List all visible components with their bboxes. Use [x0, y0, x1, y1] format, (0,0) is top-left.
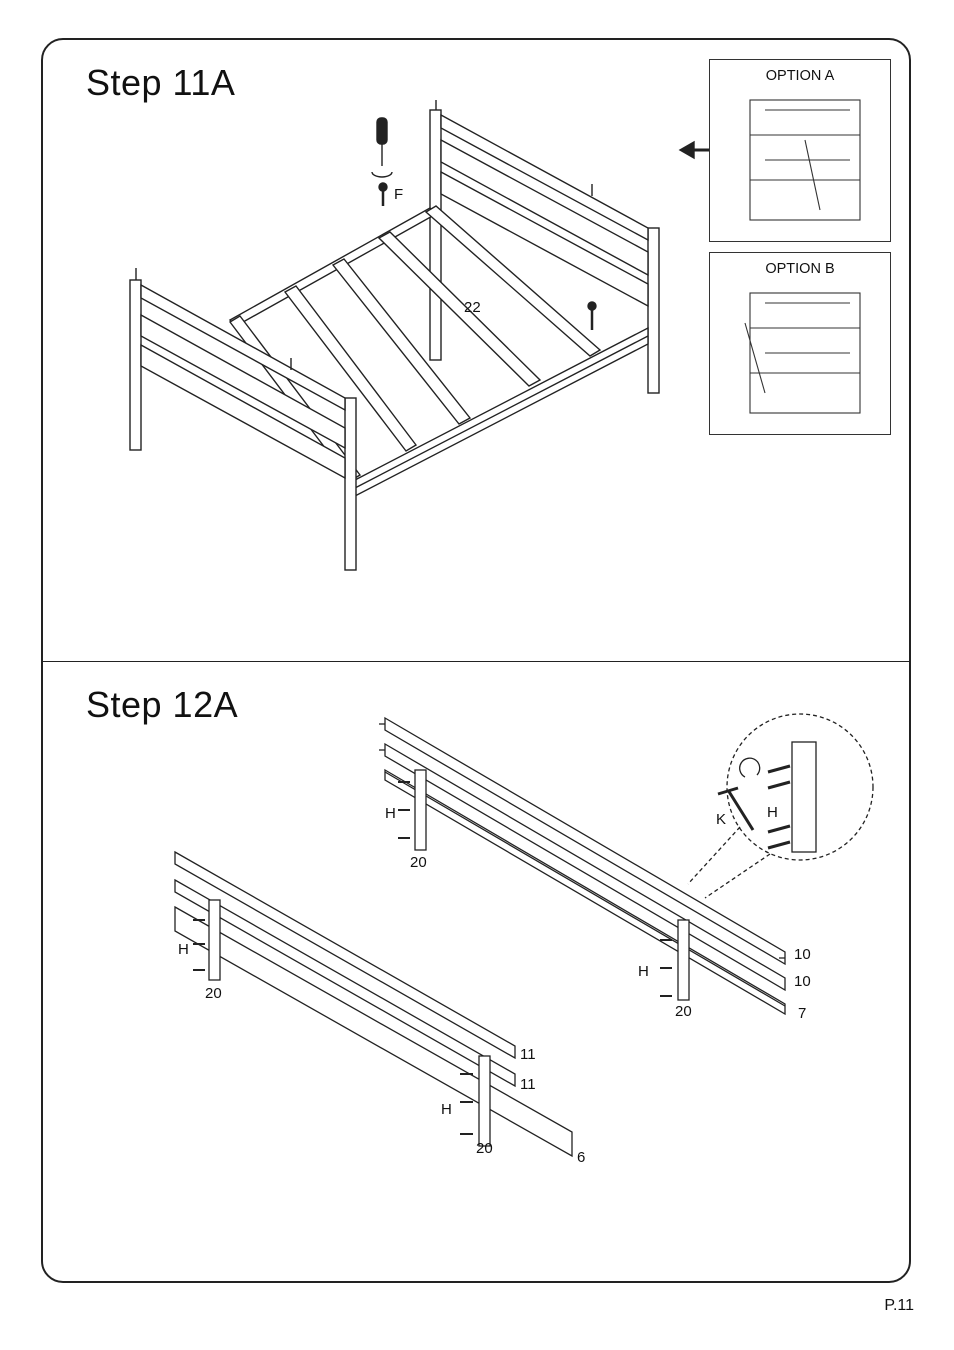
label-h-1: H: [385, 805, 396, 822]
option-b-box: OPTION B: [709, 252, 891, 435]
label-10-a: 10: [794, 946, 811, 963]
label-10-b: 10: [794, 973, 811, 990]
label-20-1: 20: [410, 854, 427, 871]
label-20-4: 20: [476, 1140, 493, 1157]
bunk-bed-option-b-icon: [710, 253, 892, 436]
side-rail-back: [230, 208, 436, 326]
bunk-bed-option-a-icon: [710, 60, 892, 243]
detail-magnifier: [688, 714, 873, 898]
label-h-3: H: [638, 963, 649, 980]
label-f: F: [394, 186, 403, 203]
label-20-3: 20: [675, 1003, 692, 1020]
label-h-detail: H: [767, 804, 778, 821]
step-12a-rails-diagram: H 20 H K H 20 H 20 10 10 7 11 11 H 20 6: [0, 662, 954, 1222]
screw-f-icon: [379, 183, 387, 206]
label-22: 22: [464, 299, 481, 316]
label-20-2: 20: [205, 985, 222, 1002]
rotate-arrow-icon: [372, 172, 392, 177]
screw-icon: [588, 302, 596, 330]
rotate-arrow-icon: [740, 758, 760, 777]
label-7: 7: [798, 1005, 806, 1022]
label-11-b: 11: [520, 1076, 536, 1093]
screwdriver-icon: [377, 118, 387, 166]
option-a-box: OPTION A: [709, 59, 891, 242]
label-h-4: H: [441, 1101, 452, 1118]
page-number: P.11: [884, 1297, 914, 1315]
rail-set-upper: [379, 718, 785, 1014]
rail-set-lower: [175, 852, 572, 1156]
label-h-2: H: [178, 941, 189, 958]
label-11-a: 11: [520, 1046, 536, 1063]
label-k: K: [716, 811, 726, 828]
label-6: 6: [577, 1149, 585, 1166]
